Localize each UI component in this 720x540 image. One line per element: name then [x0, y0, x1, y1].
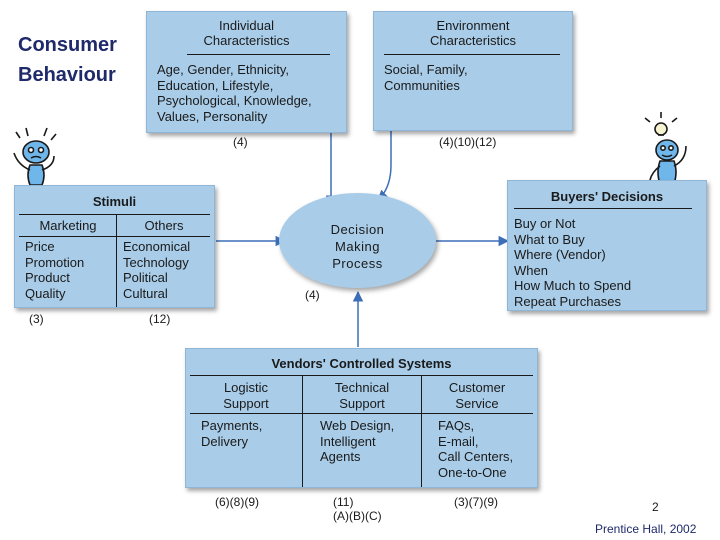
environment-characteristics-title: Environment Characteristics [430, 18, 516, 48]
list-item: Communities [384, 77, 460, 93]
customer-service-ref: (3)(7)(9) [454, 495, 498, 509]
divider [19, 236, 210, 237]
stimuli-col2-header: Others [144, 218, 184, 233]
divider [187, 54, 330, 55]
list-item: Technology [123, 254, 189, 270]
individual-characteristics-list: Age, Gender, Ethnicity, Education, Lifes… [157, 62, 312, 124]
list-item: Social, Family, [384, 62, 468, 77]
stimuli-title: Stimuli [92, 194, 137, 209]
divider [190, 413, 533, 414]
stimuli-others-ref: (12) [149, 312, 171, 326]
buyers-decisions-title: Buyers' Decisions [550, 189, 664, 204]
logistic-support-list: Payments, Delivery [201, 418, 262, 449]
footer-credit: Prentice Hall, 2002 [595, 522, 697, 536]
divider [514, 208, 692, 209]
list-item: Buy or Not [514, 216, 576, 231]
stimuli-col1-header: Marketing [39, 218, 97, 233]
logistic-support-ref: (6)(8)(9) [215, 495, 259, 509]
list-item: Call Centers, [438, 449, 514, 464]
stimuli-marketing-ref: (3) [29, 312, 44, 326]
list-item: FAQs, [438, 418, 475, 433]
list-item: Promotion [25, 254, 85, 270]
environment-ref: (4)(10)(12) [439, 135, 497, 149]
stimuli-marketing-list: Price Promotion Product Quality [25, 239, 84, 301]
list-item: Values, Personality [157, 108, 268, 124]
list-item: E-mail, [438, 433, 479, 449]
list-item: Political [123, 270, 168, 285]
list-item: Payments, [201, 418, 263, 433]
individual-characteristics-box: Individual Characteristics Age, Gender, … [146, 11, 347, 133]
environment-characteristics-list: Social, Family, Communities [384, 62, 468, 93]
list-item: Delivery [201, 433, 248, 449]
arrow-environment-to-process [377, 131, 392, 201]
list-item: Education, Lifestyle, [157, 77, 274, 93]
divider [190, 375, 533, 376]
individual-characteristics-title: Individual Characteristics [203, 18, 290, 48]
technical-support-header: Technical Support [334, 380, 390, 411]
column-divider [116, 214, 117, 307]
page-number: 2 [652, 500, 659, 514]
decision-making-process-node: Decision Making Process [279, 193, 436, 288]
column-divider [421, 375, 422, 487]
list-item: Product [25, 270, 70, 285]
list-item: What to Buy [514, 231, 585, 247]
stimuli-others-list: Economical Technology Political Cultural [123, 239, 190, 301]
customer-service-list: FAQs, E-mail, Call Centers, One-to-One [438, 418, 513, 480]
technical-support-ref: (11) (A)(B)(C) [333, 495, 382, 523]
list-item: Intelligent [320, 433, 376, 449]
technical-support-list: Web Design, Intelligent Agents [320, 418, 394, 465]
slide-title: Consumer Behaviour [18, 34, 117, 86]
list-item: Psychological, Knowledge, [157, 93, 312, 108]
list-item: Agents [320, 449, 361, 464]
vendors-controlled-systems-box: Vendors' Controlled Systems Logistic Sup… [185, 348, 538, 488]
lightbulb-figure-icon [644, 112, 687, 199]
list-item: One-to-One [438, 464, 507, 480]
list-item: Web Design, [320, 418, 395, 433]
process-ref: (4) [305, 288, 320, 302]
column-divider [302, 375, 303, 487]
divider [19, 214, 210, 215]
customer-service-header: Customer Service [448, 380, 506, 411]
environment-characteristics-box: Environment Characteristics Social, Fami… [373, 11, 573, 131]
buyers-decisions-list: Buy or Not What to Buy Where (Vendor) Wh… [514, 216, 631, 309]
decision-making-process-label: Decision Making Process [330, 222, 385, 271]
divider [384, 54, 560, 55]
list-item: Where (Vendor) [514, 247, 606, 262]
individual-ref: (4) [233, 135, 248, 149]
list-item: Age, Gender, Ethnicity, [157, 62, 289, 77]
list-item: Economical [123, 239, 191, 254]
list-item: When [514, 262, 548, 278]
vendors-controlled-systems-title: Vendors' Controlled Systems [271, 356, 452, 371]
list-item: Repeat Purchases [514, 293, 621, 309]
stimuli-box: Stimuli Marketing Others Price Promotion… [14, 185, 215, 308]
list-item: Cultural [123, 285, 168, 301]
buyers-decisions-box: Buyers' Decisions Buy or Not What to Buy… [507, 180, 707, 311]
list-item: Price [25, 239, 55, 254]
list-item: Quality [25, 285, 66, 301]
list-item: How Much to Spend [514, 278, 632, 293]
logistic-support-header: Logistic Support [223, 380, 269, 411]
